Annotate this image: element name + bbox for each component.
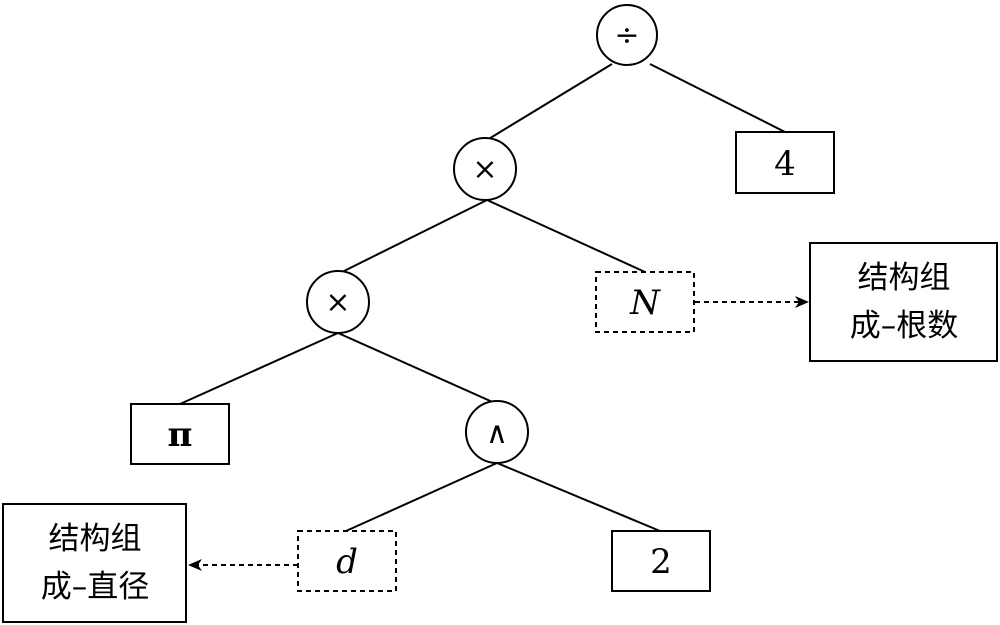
- two-label: 2: [650, 542, 672, 582]
- edge-mult-lower-pi: [179, 332, 339, 405]
- note-box-diameter: 结构组 成–直径: [2, 503, 187, 623]
- tree-edges: [179, 63, 786, 532]
- edge-root-four: [649, 63, 786, 133]
- edge-power-two: [496, 462, 661, 532]
- note-diameter-line1: 结构组: [49, 521, 142, 557]
- pi-label: π: [168, 415, 193, 455]
- power-operator-label: ∧: [486, 416, 508, 451]
- d-label: d: [336, 542, 358, 582]
- leaf-node-four: 4: [735, 131, 835, 194]
- leaf-node-pi: π: [130, 403, 230, 465]
- note-root-count-line1: 结构组: [858, 260, 951, 296]
- leaf-node-N: N: [595, 271, 695, 333]
- leaf-node-d: d: [297, 530, 397, 592]
- multiply-operator-label: ×: [325, 285, 350, 320]
- dashed-arrows: [188, 296, 809, 571]
- edge-mult-lower-power: [337, 332, 498, 405]
- four-label: 4: [774, 144, 796, 184]
- edge-power-d: [345, 462, 498, 532]
- divide-operator-label: ÷: [614, 18, 639, 53]
- operator-node-power: ∧: [465, 400, 529, 464]
- edge-mult-upper-mult-lower: [337, 199, 488, 275]
- edge-root-mult-upper: [486, 63, 613, 141]
- multiply-operator-label: ×: [472, 152, 497, 187]
- note-root-count-line2: 成–根数: [850, 308, 959, 344]
- edge-mult-upper-N: [486, 199, 646, 273]
- note-diameter-line2: 成–直径: [41, 569, 150, 605]
- operator-node-root: ÷: [596, 4, 658, 66]
- operator-node-mult-upper: ×: [453, 137, 517, 201]
- operator-node-mult-lower: ×: [306, 270, 370, 334]
- N-label: N: [629, 283, 661, 323]
- leaf-node-two: 2: [611, 530, 711, 592]
- note-box-root-count: 结构组 成–根数: [809, 242, 998, 362]
